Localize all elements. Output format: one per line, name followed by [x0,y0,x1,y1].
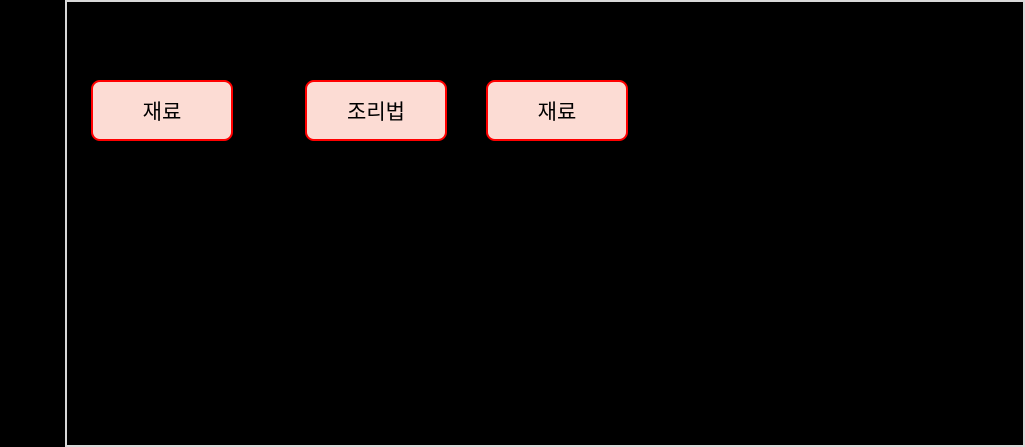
container-frame [65,0,1025,447]
node-label: 조리법 [347,99,405,124]
node-ingredients-1[interactable]: 재료 [91,80,233,141]
node-label: 재료 [142,99,182,124]
node-label: 재료 [537,99,577,124]
node-recipe[interactable]: 조리법 [305,80,447,141]
node-ingredients-2[interactable]: 재료 [486,80,628,141]
